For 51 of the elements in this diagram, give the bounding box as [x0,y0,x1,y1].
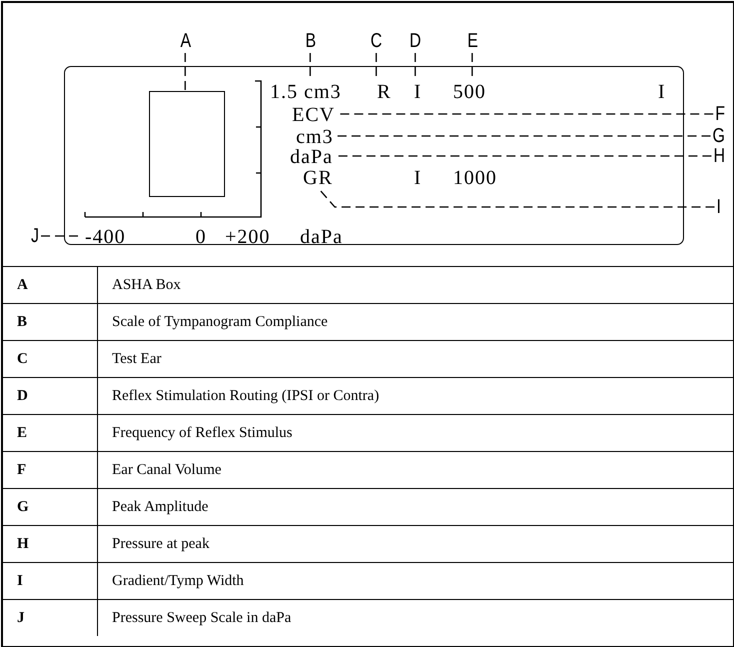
row-letter: A [17,276,28,292]
leader-line [184,53,186,90]
row-description: Scale of Tympanogram Compliance [112,314,328,330]
screen-reading: ECV [292,105,335,125]
asha-box [149,91,225,197]
callout-letter: A [180,31,190,51]
screen-reading: I [658,82,666,102]
screen-reading: 1.5 cm3 [270,82,342,102]
screen-reading: daPa [300,227,343,247]
row-description: Gradient/Tymp Width [112,572,244,588]
screen-reading: GR [303,168,333,188]
callout-letter: F [715,104,725,124]
row-letter: F [17,462,26,478]
callout-letter: G [712,126,725,146]
row-description: Ear Canal Volume [112,462,222,478]
row-letter: H [17,536,29,552]
screen-reading: -400 [85,227,126,247]
screen-reading: I [414,82,422,102]
leader-line [335,135,711,137]
row-description: Peak Amplitude [112,498,208,514]
callout-letter: C [370,31,382,51]
callout-letter: I [716,197,721,217]
screen-reading: +200 [225,227,270,247]
row-description: Pressure Sweep Scale in daPa [112,610,292,626]
row-description: ASHA Box [112,276,181,292]
screen-reading: daPa [290,147,333,167]
screen-reading: 500 [453,82,486,102]
screen-reading: I [414,168,422,188]
leader-line [337,113,714,115]
callout-letter: B [304,31,316,51]
row-description: Test Ear [112,350,162,366]
callout-letter: H [713,146,725,166]
leader-line [319,190,715,208]
row-letter: I [17,572,23,588]
row-letter: B [17,314,28,330]
screen-reading: 0 [196,227,206,247]
screen-reading: cm3 [296,127,334,147]
row-description: Reflex Stimulation Routing (IPSI or Contra) [112,388,380,404]
screen-reading: R [377,82,392,102]
callout-letter: J [31,226,39,246]
row-letter: C [17,350,28,366]
row-letter: D [17,388,28,404]
row-letter: E [17,424,28,440]
screen-reading: 1000 [453,168,497,188]
display-screen [64,66,684,245]
row-description: Frequency of Reflex Stimulus [112,424,292,440]
callout-letter: E [466,31,478,51]
row-description: Pressure at peak [112,536,210,552]
row-letter: J [17,610,24,626]
row-letter: G [17,498,29,514]
callout-letter: D [409,31,421,51]
